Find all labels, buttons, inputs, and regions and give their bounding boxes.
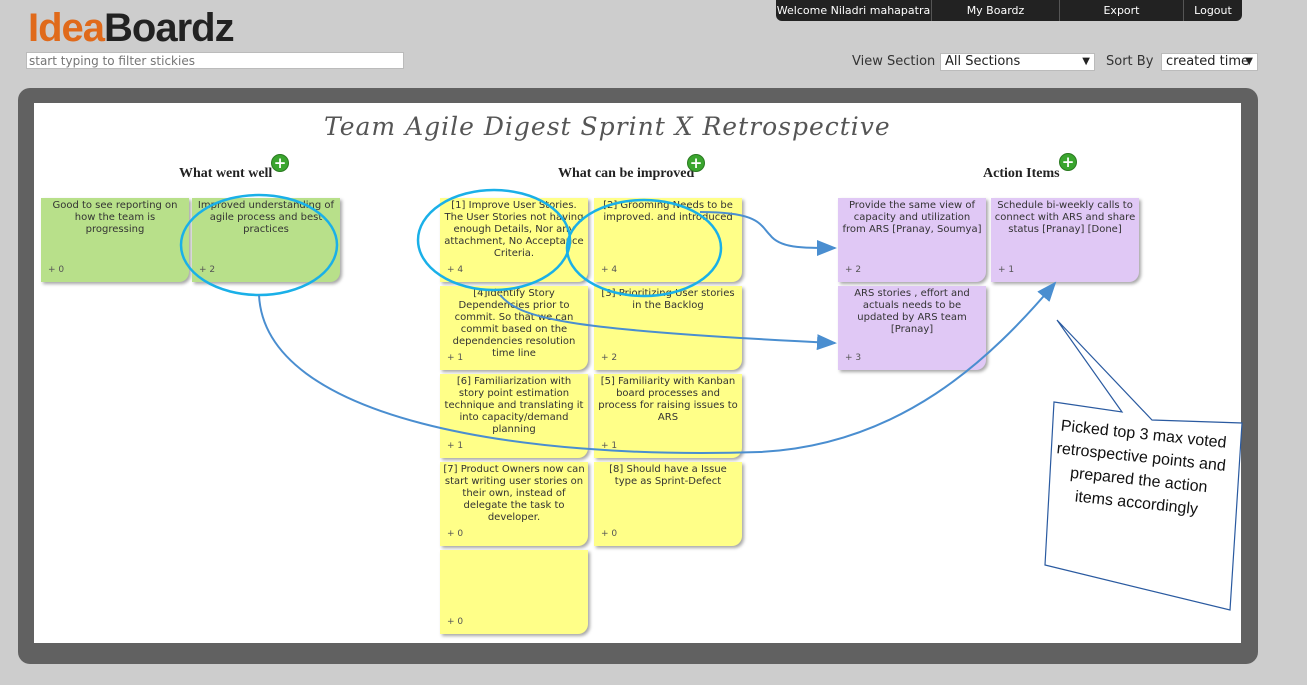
highlight-circle: [179, 193, 339, 297]
nav-export[interactable]: Export: [1060, 0, 1184, 21]
sort-by-select[interactable]: created time ▼: [1161, 53, 1258, 71]
sticky-note[interactable]: [1] Improve User Stories. The User Stori…: [440, 198, 588, 282]
vote-count[interactable]: + 0: [447, 617, 464, 627]
highlight-circle: [565, 198, 723, 298]
sticky-text: [2] Grooming Needs to be improved. and i…: [603, 200, 733, 223]
plus-icon: +: [273, 154, 287, 172]
view-section-value: All Sections: [945, 54, 1021, 69]
sticky-text: [5] Familiarity with Kanban board proces…: [598, 376, 738, 423]
vote-count[interactable]: + 2: [199, 265, 216, 275]
sticky-note[interactable]: Schedule bi-weekly calls to connect with…: [991, 198, 1139, 282]
vote-count[interactable]: + 1: [447, 353, 464, 363]
view-section-select[interactable]: All Sections ▼: [940, 53, 1095, 71]
vote-count[interactable]: + 1: [998, 265, 1015, 275]
sort-by-label: Sort By: [1106, 54, 1154, 69]
vote-count[interactable]: + 4: [447, 265, 464, 275]
sticky-note[interactable]: [5] Familiarity with Kanban board proces…: [594, 374, 742, 458]
logo-part-1: Idea: [28, 6, 105, 50]
column-header-went-well: What went well: [179, 166, 273, 181]
vote-count[interactable]: + 2: [601, 353, 618, 363]
callout-text: Picked top 3 max voted retrospective poi…: [1055, 417, 1228, 519]
plus-icon: +: [689, 154, 703, 172]
sticky-text: [1] Improve User Stories. The User Stori…: [444, 200, 584, 259]
vote-count[interactable]: + 2: [845, 265, 862, 275]
sticky-text: [7] Product Owners now can start writing…: [443, 464, 585, 523]
vote-count[interactable]: + 0: [48, 265, 65, 275]
sticky-note[interactable]: ARS stories , effort and actuals needs t…: [838, 286, 986, 370]
sticky-note[interactable]: [7] Product Owners now can start writing…: [440, 462, 588, 546]
board-canvas: [34, 103, 1241, 643]
sticky-text: Schedule bi-weekly calls to connect with…: [994, 200, 1136, 235]
sticky-text: [8] Should have a Issue type as Sprint-D…: [609, 464, 727, 487]
vote-count[interactable]: + 4: [601, 265, 618, 275]
nav-logout[interactable]: Logout: [1194, 4, 1232, 17]
column-header-actions: Action Items: [983, 166, 1060, 181]
app-logo[interactable]: IdeaBoardz: [28, 4, 235, 52]
sticky-note[interactable]: Good to see reporting on how the team is…: [41, 198, 189, 282]
logo-part-2: Boardz: [104, 6, 235, 50]
add-sticky-actions-button[interactable]: +: [1059, 153, 1077, 171]
sticky-text: Good to see reporting on how the team is…: [52, 200, 178, 235]
sticky-text: [6] Familiarization with story point est…: [444, 376, 584, 435]
top-nav: Welcome Niladri mahapatra My Boardz Expo…: [776, 0, 1242, 21]
sticky-note[interactable]: [6] Familiarization with story point est…: [440, 374, 588, 458]
highlight-circle: [416, 188, 572, 292]
welcome-user: Welcome Niladri mahapatra: [776, 0, 932, 21]
sticky-note[interactable]: [8] Should have a Issue type as Sprint-D…: [594, 462, 742, 546]
chevron-down-icon: ▼: [1245, 56, 1253, 67]
add-sticky-improve-button[interactable]: +: [687, 154, 705, 172]
sticky-note[interactable]: + 0: [440, 550, 588, 634]
plus-icon: +: [1061, 153, 1075, 171]
vote-count[interactable]: + 0: [447, 529, 464, 539]
filter-stickies-input[interactable]: [26, 52, 404, 69]
vote-count[interactable]: + 3: [845, 353, 862, 363]
sticky-text: Improved understanding of agile process …: [197, 200, 335, 235]
sticky-note[interactable]: Improved understanding of agile process …: [192, 198, 340, 282]
sort-by-value: created time: [1166, 54, 1250, 69]
board-title: Team Agile Digest Sprint X Retrospective: [324, 112, 891, 141]
sticky-text: ARS stories , effort and actuals needs t…: [854, 288, 970, 335]
chevron-down-icon: ▼: [1082, 56, 1090, 67]
vote-count[interactable]: + 1: [601, 441, 618, 451]
arrow-line: [499, 294, 837, 351]
sticky-text: Provide the same view of capacity and ut…: [842, 200, 982, 235]
view-section-label: View Section: [852, 54, 936, 69]
arrow-line: [699, 211, 837, 256]
vote-count[interactable]: + 1: [447, 441, 464, 451]
nav-my-boardz[interactable]: My Boardz: [932, 0, 1060, 21]
sticky-note[interactable]: Provide the same view of capacity and ut…: [838, 198, 986, 282]
vote-count[interactable]: + 0: [601, 529, 618, 539]
callout-bubble: [1044, 319, 1243, 611]
column-header-improve: What can be improved: [558, 166, 695, 181]
add-sticky-went-well-button[interactable]: +: [271, 154, 289, 172]
arrow-line: [258, 281, 1057, 454]
